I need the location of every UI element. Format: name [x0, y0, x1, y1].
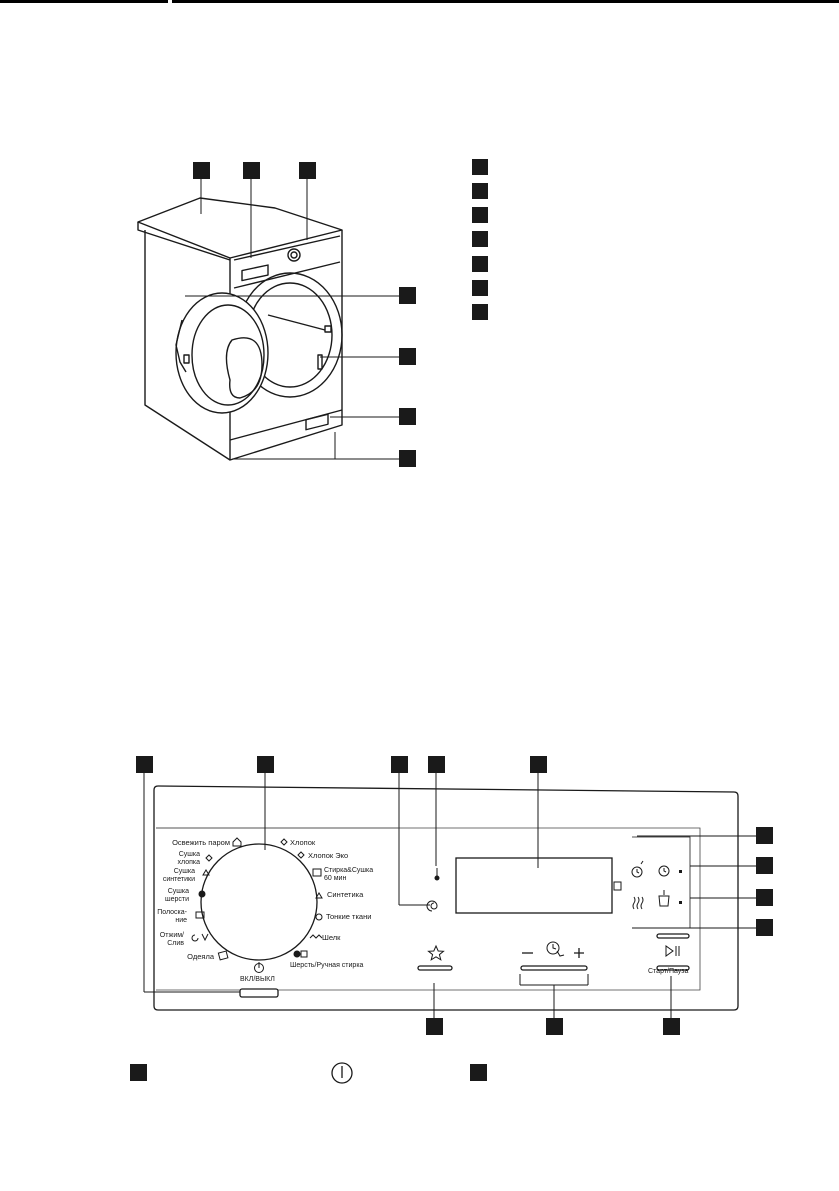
program-label: Хлопок Эко — [308, 851, 349, 860]
program-label: Шерсть/Ручная стирка — [290, 962, 364, 969]
star-icon — [427, 944, 445, 961]
callout-4 — [399, 287, 416, 304]
program-label: Сушка синтетики — [162, 868, 195, 883]
callout-7 — [399, 450, 416, 467]
program-label: Сушка шерсти — [164, 888, 189, 903]
panel-callout-5 — [530, 756, 547, 773]
program-label: Полоска- ние — [157, 909, 187, 924]
program-label: Освежить паром — [172, 838, 230, 847]
clock-icon — [658, 865, 670, 877]
panel-callout-12 — [663, 1018, 680, 1035]
door-lock-icon — [613, 881, 622, 891]
legend-marker-3 — [472, 207, 488, 223]
panel-callout-11 — [546, 1018, 563, 1035]
power-icon — [254, 962, 264, 973]
legend-marker-6 — [472, 280, 488, 296]
callout-2 — [243, 162, 260, 179]
thermometer-icon — [434, 868, 440, 881]
legend-marker-4 — [472, 231, 488, 247]
bottom-legend-marker-1 — [130, 1064, 147, 1081]
panel-callout-2 — [257, 756, 274, 773]
power-label: ВКЛ/ВЫКЛ — [240, 976, 275, 983]
callout-3 — [299, 162, 316, 179]
panel-callout-10 — [426, 1018, 443, 1035]
program-label: Хлопок — [290, 838, 316, 847]
panel-callout-8 — [756, 889, 773, 906]
panel-callout-6 — [756, 827, 773, 844]
callout-6 — [399, 408, 416, 425]
legend-marker-5 — [472, 256, 488, 272]
panel-callout-9 — [756, 919, 773, 936]
program-label: Тонкие ткани — [326, 912, 372, 921]
program-label: Отжим/ Слив — [159, 932, 184, 947]
panel-callout-7 — [756, 857, 773, 874]
legend-marker-2 — [472, 183, 488, 199]
bottom-legend-marker-2 — [470, 1064, 487, 1081]
panel-callout-4 — [428, 756, 445, 773]
wash-icon — [658, 890, 670, 907]
play-pause-icon — [665, 945, 680, 957]
panel-callout-1 — [136, 756, 153, 773]
program-label: Шелк — [322, 933, 341, 942]
program-label: Синтетика — [327, 890, 364, 899]
steam-icon — [632, 896, 644, 910]
program-label: Сушка хлопка — [177, 851, 200, 866]
start-pause-label: Старт/Пауза — [648, 968, 689, 975]
clock-touch-icon — [546, 941, 565, 957]
callout-1 — [193, 162, 210, 179]
spin-icon — [426, 900, 438, 912]
top-rule — [0, 0, 839, 3]
callout-5 — [399, 348, 416, 365]
program-label: Стирка&Сушка 60 мин — [324, 867, 374, 882]
program-label: Одеяла — [187, 952, 214, 961]
panel-callout-3 — [391, 756, 408, 773]
legend-marker-7 — [472, 304, 488, 320]
delay-icon — [631, 860, 644, 878]
legend-marker-1 — [472, 159, 488, 175]
